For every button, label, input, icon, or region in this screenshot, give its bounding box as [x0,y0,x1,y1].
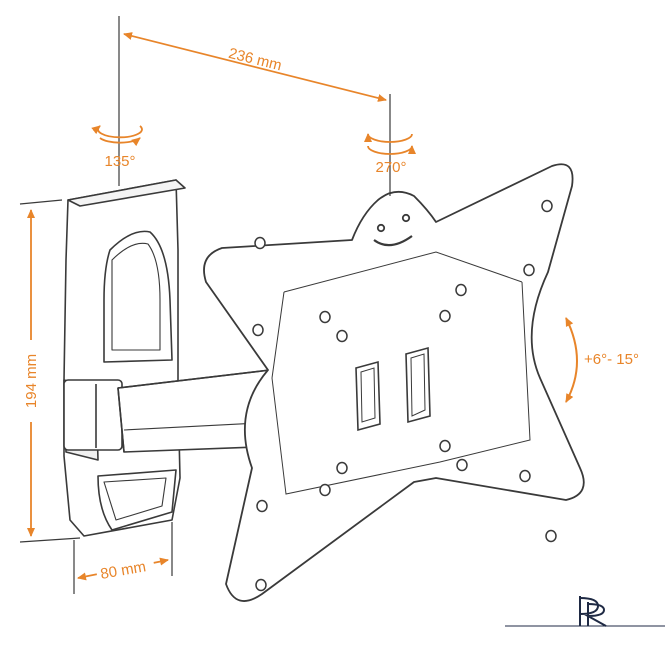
lower-cutout [97,469,177,531]
mounting-slots [355,346,431,432]
wall-plate-top [67,179,186,207]
height-label: 194 mm [23,354,40,408]
tilt-label: +6°- 15° [584,351,639,368]
vesa-plate [203,163,585,602]
plate-rotation-indicator: 270° [364,133,416,196]
width-label: 236 mm [227,45,284,75]
hinge-joint [63,379,123,451]
depth-dimension: 80 mm [73,522,173,594]
wall-bracket [63,179,186,537]
tilt-indicator: +6°- 15° [565,317,639,403]
wall-swivel-label: 135° [104,153,135,170]
brand-logo [505,596,665,627]
smiley-icon [373,213,413,247]
wall-swivel-indicator: 135° [91,124,143,186]
mounting-holes [252,199,557,592]
upper-cutout [103,230,173,363]
width-dimension: 236 mm [118,16,391,142]
plate-rotation-label: 270° [375,159,406,176]
height-dimension: 194 mm [19,199,81,543]
plate-outline [203,163,585,602]
